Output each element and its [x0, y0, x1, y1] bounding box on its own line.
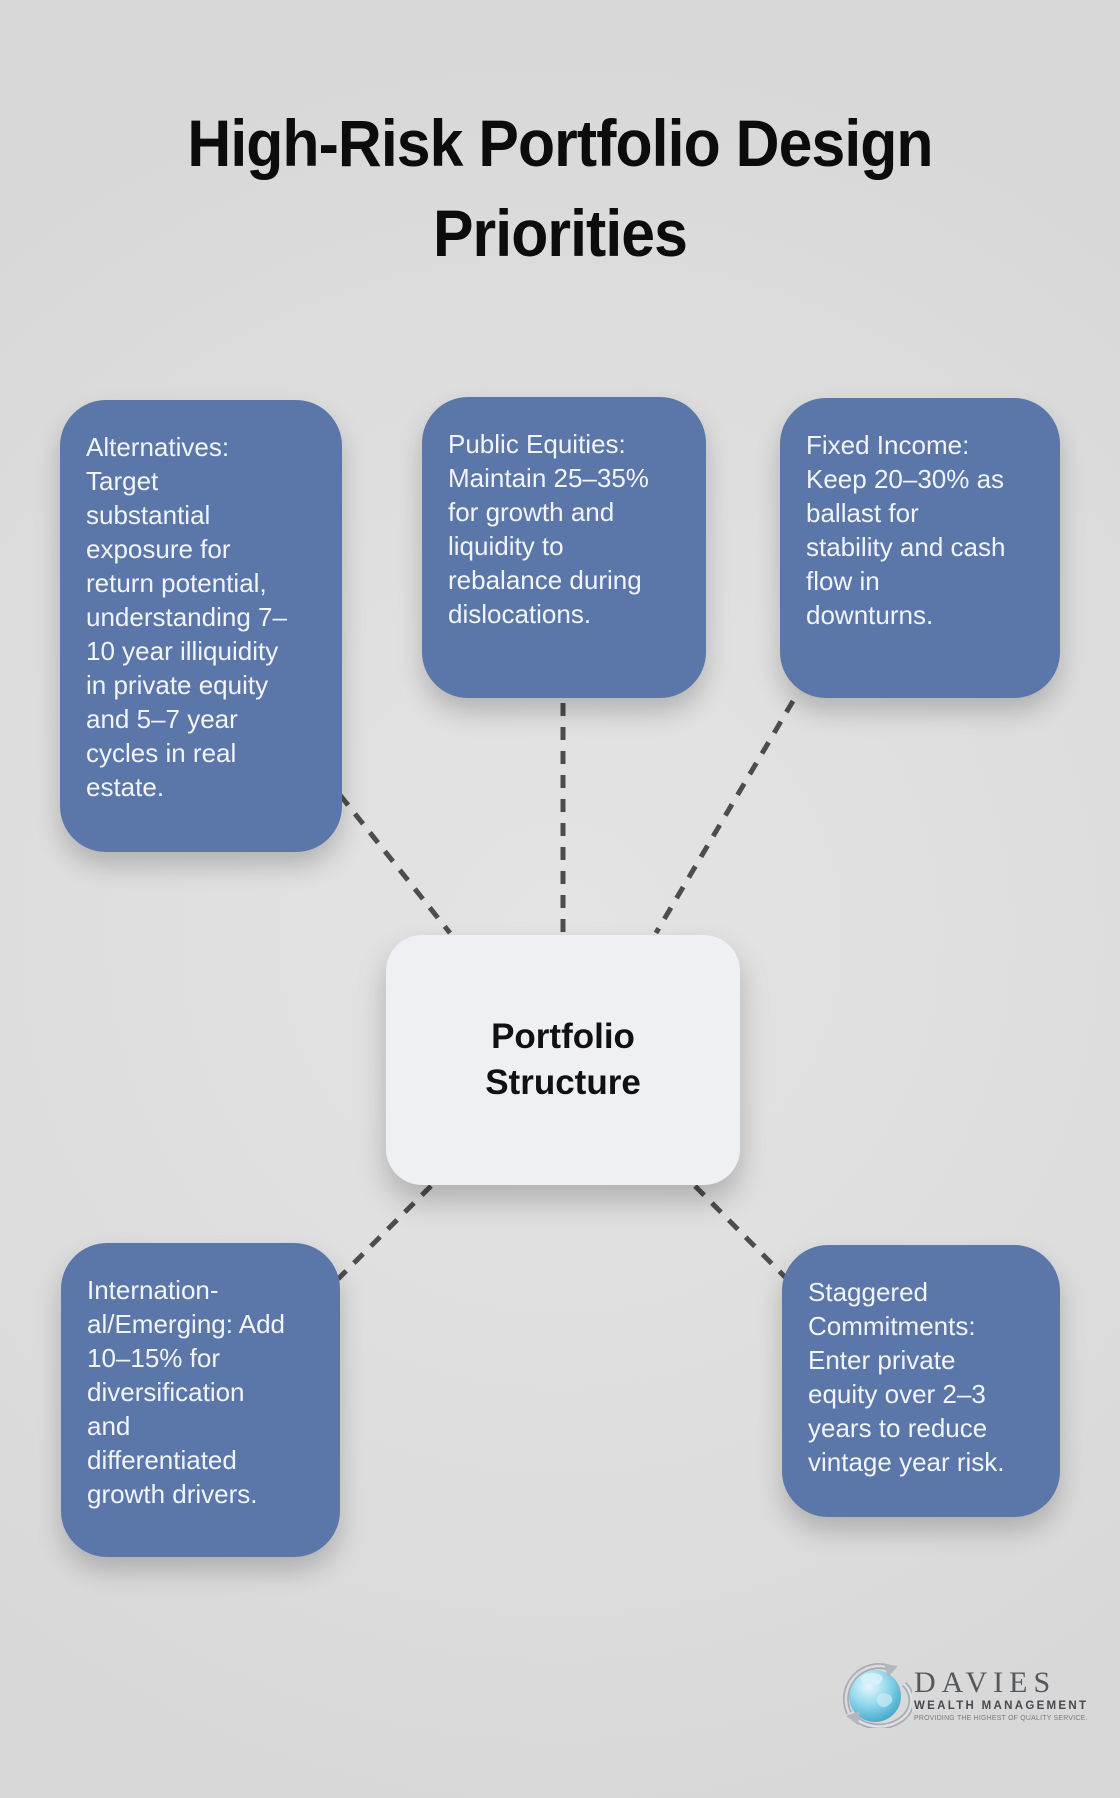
node-text-alternatives: Alternatives: Target substantial exposur…: [86, 432, 287, 802]
davies-logo: DAVIES WEALTH MANAGEMENT PROVIDING THE H…: [840, 1662, 1088, 1728]
page-title: High-Risk Portfolio Design Priorities: [187, 106, 933, 270]
center-node-portfolio-structure: Portfolio Structure: [386, 935, 740, 1185]
connector-alternatives: [338, 793, 452, 935]
node-card-public-equities: Public Equities: Maintain 25–35% for gro…: [422, 397, 706, 698]
connector-staggered-commitments: [693, 1184, 789, 1281]
logo-subtitle: WEALTH MANAGEMENT: [914, 1700, 1089, 1712]
node-card-fixed-income: Fixed Income: Keep 20–30% as ballast for…: [780, 398, 1060, 698]
node-card-staggered-commitments: Staggered Commitments: Enter private equ…: [782, 1245, 1060, 1517]
node-card-alternatives: Alternatives: Target substantial exposur…: [60, 400, 342, 852]
node-card-international-emerging: Internation- al/Emerging: Add 10–15% for…: [61, 1243, 340, 1557]
node-text-fixed-income: Fixed Income: Keep 20–30% as ballast for…: [806, 430, 1006, 630]
connector-fixed-income: [653, 699, 796, 935]
logo-tagline: PROVIDING THE HIGHEST OF QUALITY SERVICE…: [914, 1715, 1088, 1722]
node-text-international-emerging: Internation- al/Emerging: Add 10–15% for…: [87, 1275, 286, 1509]
davies-logo-text: DAVIES WEALTH MANAGEMENT PROVIDING THE H…: [914, 1662, 1088, 1723]
node-text-public-equities: Public Equities: Maintain 25–35% for gro…: [448, 429, 649, 629]
logo-name: DAVIES: [914, 1666, 1057, 1699]
node-text-staggered-commitments: Staggered Commitments: Enter private equ…: [808, 1277, 1005, 1477]
connector-international-emerging: [336, 1184, 433, 1281]
center-node-label: Portfolio Structure: [485, 1017, 641, 1102]
globe-arrows-icon: [842, 1663, 912, 1728]
